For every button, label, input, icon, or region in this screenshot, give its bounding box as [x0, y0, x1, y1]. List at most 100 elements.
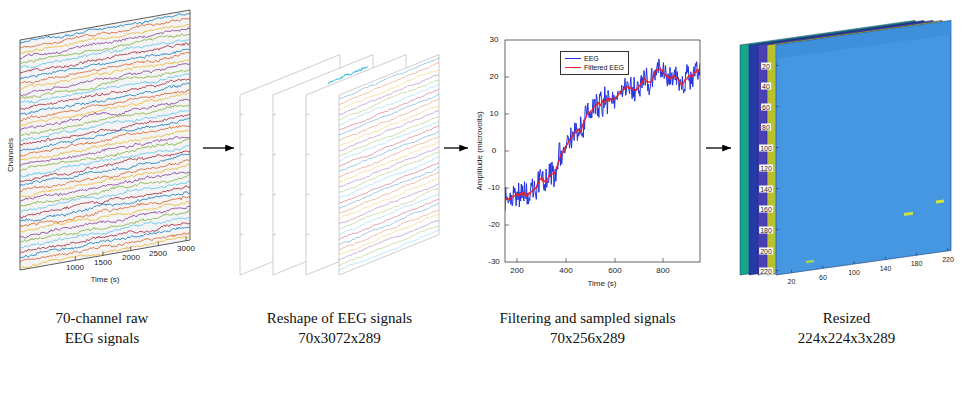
eeg-trace [20, 159, 190, 195]
eeg-trace [20, 51, 190, 86]
legend-line-sample [565, 58, 581, 59]
tick-label: 2000 [121, 254, 141, 262]
eeg-trace [20, 113, 190, 148]
eeg-trace [20, 225, 190, 259]
tick-label: 60 [818, 273, 828, 280]
pipeline-stage: 70-channel raw EEG signals [4, 4, 200, 348]
pipeline-stage: Reshape of EEG signals70x3072x289 [238, 4, 441, 348]
eeg-trace [339, 213, 439, 257]
tick-label: 30 [489, 36, 500, 44]
eeg-trace [339, 187, 439, 231]
image-frame [776, 20, 951, 275]
tick-label: 20 [761, 62, 771, 69]
tick-label: 1000 [65, 264, 85, 272]
dimension-label: 70x3072x289 [298, 328, 381, 348]
pipeline-stage: Filtering and sampled signals70x256x289 [472, 4, 703, 348]
eeg-trace [339, 141, 439, 184]
stage-caption: Resized [823, 308, 870, 328]
legend-text: Filtered EEG [584, 63, 624, 72]
eeg-trace [20, 41, 190, 76]
eeg-trace [339, 202, 439, 246]
tick-label: 60 [761, 103, 771, 110]
eeg-traces [339, 57, 439, 272]
eeg-trace [20, 16, 190, 50]
eeg-trace [339, 120, 439, 163]
eeg-trace [339, 67, 439, 110]
eeg-trace [20, 88, 190, 122]
tick-marks [505, 77, 663, 262]
tick-label: 180 [759, 227, 773, 234]
tick-label: 100 [759, 144, 773, 151]
eeg-trace [339, 83, 439, 126]
legend-text: EEG [584, 54, 599, 63]
tick-label: 220 [759, 268, 773, 275]
eeg-trace [339, 125, 439, 168]
eeg-trace [20, 92, 190, 127]
stage-caption: 70-channel raw EEG signals [46, 308, 158, 348]
eeg-trace [339, 146, 439, 189]
tick-label: 3000 [176, 245, 196, 253]
raw-eeg-plot [20, 10, 190, 270]
eeg-trace [20, 235, 190, 270]
tick-label: 20 [787, 278, 797, 285]
eeg-trace [339, 177, 439, 220]
flow-arrow [706, 147, 731, 148]
eeg-trace [20, 21, 190, 56]
tick-label: 200 [759, 247, 773, 254]
eeg-trace [339, 78, 439, 122]
eeg-trace [339, 208, 439, 251]
axis-title: Channels [7, 137, 15, 173]
legend-row: EEG [565, 54, 624, 63]
eeg-trace [339, 162, 439, 205]
tick-label: 2500 [148, 250, 168, 258]
tick-label: -20 [487, 221, 501, 229]
tick-label: 40 [761, 83, 771, 90]
plot-frame [20, 10, 190, 270]
eeg-trace [339, 57, 439, 100]
eeg-trace [339, 182, 439, 225]
eeg-trace [339, 99, 439, 142]
epoch-frame [339, 55, 439, 275]
axis-title: Amplitude (microvolts) [476, 110, 484, 191]
eeg-trace [20, 178, 190, 213]
eeg-trace [339, 224, 439, 267]
eeg-trace [20, 143, 190, 178]
resized-image-stack [740, 20, 951, 275]
eeg-trace [20, 71, 190, 107]
tick-label: Time (s) [89, 276, 120, 284]
chart-legend: EEGFiltered EEG [560, 51, 629, 75]
eeg-trace [20, 117, 190, 152]
eeg-trace [339, 73, 439, 116]
eeg-trace [20, 122, 190, 157]
eeg-trace [20, 168, 190, 202]
dimension-label: 224x224x3x289 [798, 328, 896, 348]
tick-label: 10 [489, 110, 500, 118]
pipeline-stage: Resized224x224x3x289 [735, 4, 958, 348]
tick-label: 200 [509, 267, 524, 275]
eeg-trace [20, 31, 190, 66]
tick-label: 600 [607, 267, 622, 275]
eeg-trace [339, 135, 439, 178]
filtered-signal-plot [505, 40, 700, 262]
tick-label: 800 [655, 267, 670, 275]
eeg-trace [20, 25, 190, 60]
eeg-trace [20, 184, 190, 219]
flow-arrow [444, 147, 468, 148]
eeg-trace [20, 188, 190, 224]
stage-caption: Reshape of EEG signals [267, 308, 412, 328]
flow-arrow [203, 147, 234, 148]
tick-label: Time (s) [586, 280, 617, 288]
signal-trace [505, 59, 700, 211]
eeg-trace [20, 62, 190, 97]
tick-label: 100 [847, 269, 861, 276]
eeg-trace [20, 102, 190, 137]
tick-label: 80 [761, 124, 771, 131]
tick-label: 140 [879, 264, 893, 271]
tick-label: 220 [941, 256, 955, 263]
tick-label: 120 [759, 165, 773, 172]
reshaped-stack [240, 55, 439, 275]
tick-label: 140 [759, 185, 773, 192]
eeg-trace [339, 115, 439, 158]
plot-frame [505, 40, 700, 262]
